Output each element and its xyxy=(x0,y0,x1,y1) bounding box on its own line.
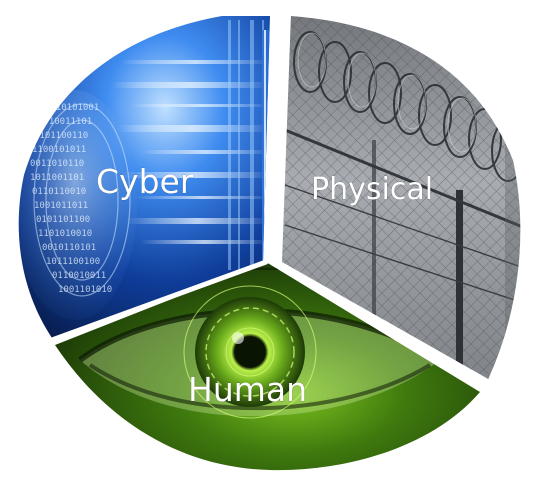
svg-text:0101101100: 0101101100 xyxy=(36,215,90,225)
svg-text:1010011101: 1010011101 xyxy=(38,117,92,127)
outer-rim xyxy=(290,12,525,381)
cyber-label: Cyber xyxy=(96,162,194,201)
svg-text:1001101010: 1001101010 xyxy=(58,285,112,295)
svg-text:0011010110: 0011010110 xyxy=(30,159,84,169)
svg-text:0110110010: 0110110010 xyxy=(32,187,86,197)
segment-dividers xyxy=(49,9,487,393)
physical-segment xyxy=(282,14,523,380)
svg-text:0110101001: 0110101001 xyxy=(45,103,99,113)
svg-text:0010110101: 0010110101 xyxy=(42,243,96,253)
svg-text:1001011011: 1001011011 xyxy=(34,201,88,211)
svg-text:0101100110: 0101100110 xyxy=(34,131,88,141)
cyber-segment: 0110101001 1010011101 0101100110 1100101… xyxy=(18,16,270,338)
svg-text:1011100100: 1011100100 xyxy=(46,257,100,267)
svg-text:1101010010: 1101010010 xyxy=(38,229,92,239)
human-label: Human xyxy=(188,370,307,409)
svg-text:1011001101: 1011001101 xyxy=(30,173,84,183)
svg-text:1100101011: 1100101011 xyxy=(32,145,86,155)
svg-text:0110010011: 0110010011 xyxy=(52,271,106,281)
physical-label: Physical xyxy=(311,172,433,207)
